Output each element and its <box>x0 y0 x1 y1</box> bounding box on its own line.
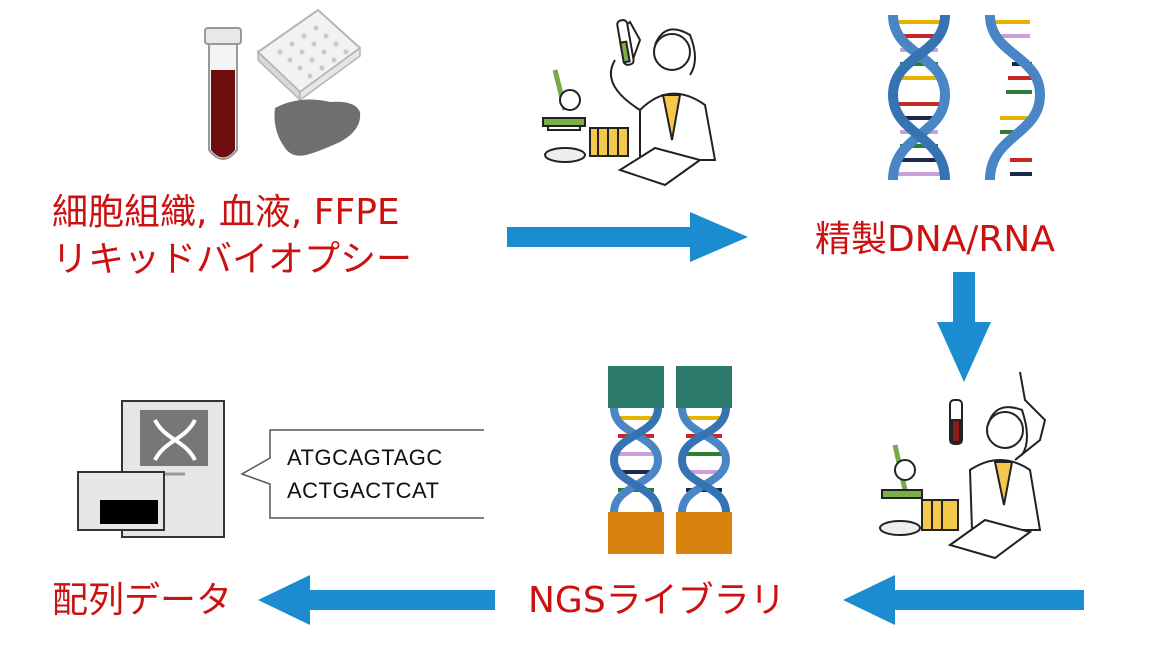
blood-tube-icon <box>204 27 242 160</box>
well-plate-icon <box>256 8 362 102</box>
sequence-line-1: ATGCAGTAGC <box>287 445 443 470</box>
dna-double-helix-icon <box>887 14 951 181</box>
speech-bubble <box>240 429 484 519</box>
arrow-left-icon <box>843 575 1084 625</box>
scientist-celebrating-icon <box>879 371 1047 560</box>
purified-nucleic-acid-label: 精製DNA/RNA <box>815 219 1055 260</box>
ngs-library-icon <box>608 366 732 554</box>
rna-single-strand-icon <box>985 14 1046 181</box>
arrow-down-icon <box>937 272 991 382</box>
scientist-pipetting-icon <box>542 19 717 187</box>
source-label-line2: リキッドバイオプシー <box>52 239 413 280</box>
source-label-line1: 細胞組織, 血液, FFPE <box>52 192 400 233</box>
sequence-data-label: 配列データ <box>52 580 233 621</box>
ngs-library-label: NGSライブラリ <box>528 580 786 621</box>
arrow-right-icon <box>507 212 748 262</box>
arrow-left-icon <box>258 575 495 625</box>
liver-tissue-icon <box>274 99 361 156</box>
sequence-line-2: ACTGACTCAT <box>287 478 440 503</box>
sequence-data-document-icon <box>77 400 225 538</box>
